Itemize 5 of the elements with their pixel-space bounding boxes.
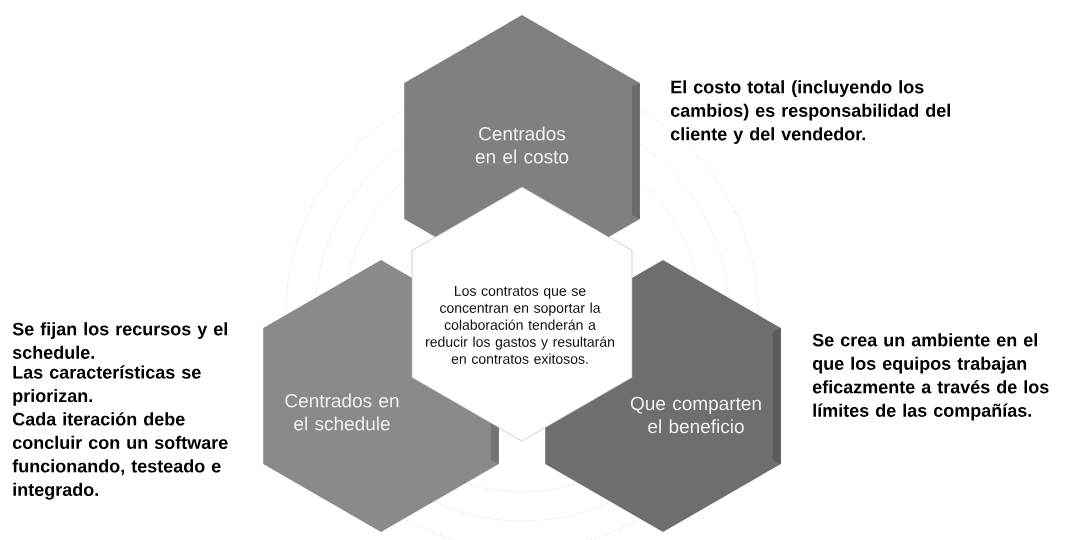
note-text: El costo total (incluyendo los cambios) es responsabilidad del cliente y del vendedor. — [670, 80, 950, 144]
note-text: Se crea un ambiente en el que los equipos trabajan eficazmente a través de los límites de las compañías. — [812, 333, 1049, 421]
note-text: Se fijan los recursos y el schedule. — [12, 322, 227, 359]
note-text: Cada iteración debe concluir con un software funcionando, testeado e integrado. — [12, 412, 228, 500]
note-text: Las características se priorizan. — [13, 365, 201, 406]
